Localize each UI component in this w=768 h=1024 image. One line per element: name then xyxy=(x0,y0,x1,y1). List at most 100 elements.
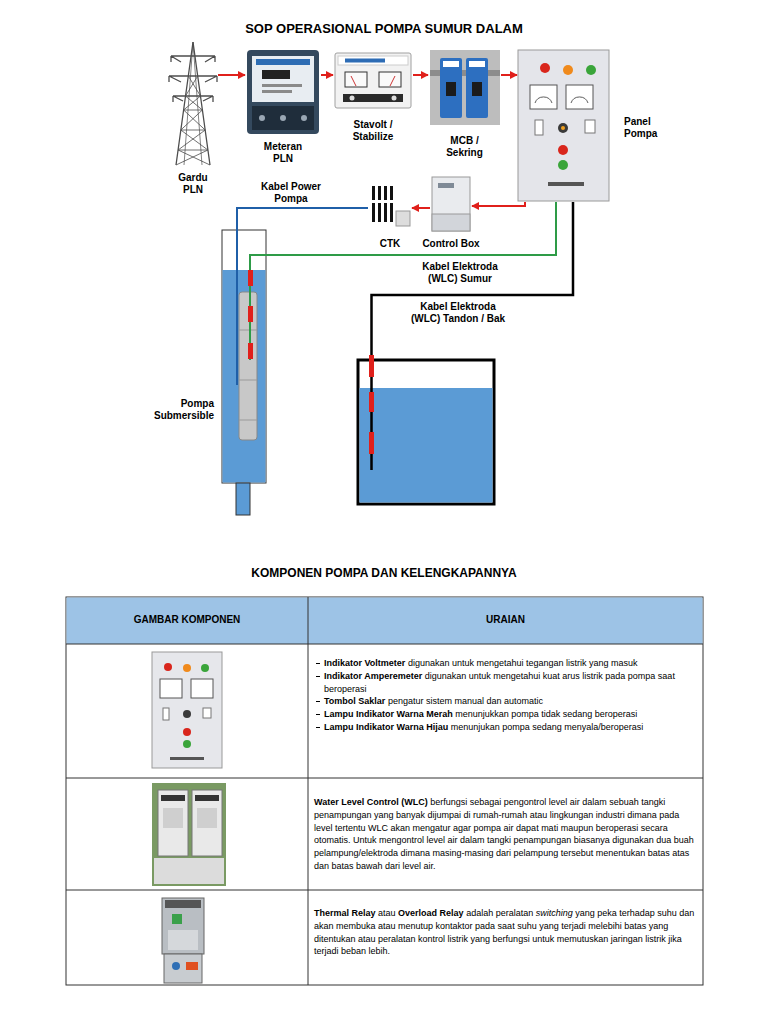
stabilizer-drawing xyxy=(338,56,408,65)
ctk-drawing xyxy=(372,186,375,222)
well-drawing xyxy=(248,270,253,286)
kwh-meter-drawing xyxy=(262,84,302,87)
kwh-meter-drawing xyxy=(247,50,319,134)
wlc-photo xyxy=(197,808,217,828)
wlc-photo xyxy=(152,783,226,886)
panel-drawing xyxy=(558,123,568,133)
relay-photo xyxy=(168,930,198,950)
term: Thermal Relay xyxy=(314,908,376,918)
description-text: menunjukkan pompa tidak sedang beroperas… xyxy=(455,709,637,719)
ctk-terminal: CTK xyxy=(368,183,412,233)
component-caption: Meteran PLN xyxy=(258,141,309,165)
panel-photo xyxy=(152,652,222,768)
control-box-drawing xyxy=(432,214,470,231)
panel-drawing xyxy=(585,120,595,133)
section-heading: KOMPONEN POMPA DAN KELENGKAPANNYA xyxy=(0,566,768,581)
relay-photo xyxy=(162,898,204,954)
breaker-drawing xyxy=(443,61,459,67)
power-arrow xyxy=(321,74,333,76)
panel-drawing xyxy=(561,126,565,130)
description-text: adalah peralatan xyxy=(466,908,533,918)
circuit-breaker: MCB / Sekring xyxy=(428,48,501,126)
ctk-drawing xyxy=(371,200,394,203)
well-drawing xyxy=(222,230,266,483)
panel-photo xyxy=(152,652,222,768)
kwh-meter-drawing xyxy=(280,115,286,121)
wlc-photo xyxy=(158,790,188,856)
stabilizer-drawing xyxy=(335,53,411,108)
panel-photo xyxy=(183,710,191,718)
control-box: Control Box xyxy=(430,175,472,233)
term: Overload Relay xyxy=(398,908,464,918)
wlc-photo xyxy=(161,795,185,801)
stabilizer-drawing xyxy=(345,59,385,63)
power-tower: Gardu PLN xyxy=(168,40,218,165)
well-casing: Pompa Submersible xyxy=(222,230,266,483)
panel-drawing xyxy=(558,160,568,170)
term: Lampu Indikator Warna Hijau xyxy=(324,722,448,732)
description-text: pengatur sistem manual dan automatic xyxy=(388,696,543,706)
component-caption: CTK xyxy=(370,238,411,250)
component-caption: Stavolt / Stabilize xyxy=(342,119,405,143)
term: Indikator Voltmeter xyxy=(324,658,405,668)
power-tower-drawing xyxy=(184,42,202,165)
power-arrow xyxy=(413,74,428,76)
description-cell: Indikator Voltmeterdigunakan untuk menge… xyxy=(314,657,698,734)
cable-label: Kabel Elektroda (WLC) Sumur xyxy=(418,261,502,285)
term: Indikator Amperemeter xyxy=(324,671,422,681)
stabilizer-drawing xyxy=(392,96,397,101)
panel-photo xyxy=(183,664,191,672)
panel-drawing xyxy=(540,63,550,73)
breaker-drawing xyxy=(430,50,500,125)
pump-panel: Panel Pompa xyxy=(517,50,610,202)
power-arrow xyxy=(472,202,525,206)
breaker-drawing xyxy=(446,82,456,96)
wlc-photo xyxy=(154,858,224,884)
well-drawing xyxy=(223,270,266,483)
control-box-drawing xyxy=(438,183,454,188)
tank-drawing xyxy=(358,202,573,504)
tank-drawing xyxy=(372,202,574,470)
cable-label: Kabel Power Pompa xyxy=(258,181,324,205)
stabilizer-drawing xyxy=(379,72,401,87)
bullet-item: Lampu Indikator Warna Hijaumenunjukan po… xyxy=(314,721,698,734)
component-caption: Panel Pompa xyxy=(624,116,667,140)
description-text: menunjukan pompa sedang menyala/beropera… xyxy=(451,722,644,732)
description-text: berfungsi sebagai pengontrol level air d… xyxy=(314,797,694,871)
panel-drawing xyxy=(535,97,588,103)
well-drawing xyxy=(239,330,257,420)
well-drawing xyxy=(239,292,257,440)
panel-drawing xyxy=(558,145,568,155)
description-text: atau xyxy=(378,908,396,918)
tank-drawing xyxy=(358,360,494,504)
tank-drawing xyxy=(360,388,493,503)
breaker-drawing xyxy=(440,58,462,118)
tank-drawing xyxy=(369,355,374,377)
control-box-drawing xyxy=(432,177,470,231)
component-table xyxy=(67,598,703,645)
description-cell: Thermal RelayatauOverload Relayadalah pe… xyxy=(314,907,698,958)
well-drawing xyxy=(236,230,238,385)
kwh-meter: Meteran PLN xyxy=(245,48,321,136)
relay-photo xyxy=(172,914,182,924)
ctk-drawing xyxy=(371,186,410,226)
bullet-item: Lampu Indikator Warna Merahmenunjukkan p… xyxy=(314,708,698,721)
kwh-meter-drawing xyxy=(262,90,292,93)
wlc-photo xyxy=(195,795,219,801)
panel-drawing xyxy=(586,65,596,75)
tank-drawing xyxy=(369,432,374,454)
breaker-drawing xyxy=(466,58,488,118)
panel-photo xyxy=(183,740,191,748)
kwh-meter-drawing xyxy=(301,115,307,121)
panel-drawing xyxy=(535,120,543,135)
diagram-title: SOP OPERASIONAL POMPA SUMUR DALAM xyxy=(0,21,768,37)
term: Tombol Saklar xyxy=(324,696,385,706)
relay-photo xyxy=(172,962,180,970)
power-tower-drawing xyxy=(176,42,210,165)
paragraph: Water Level Control (WLC)berfungsi sebag… xyxy=(314,796,698,873)
panel-photo xyxy=(201,664,209,672)
paragraph: Thermal RelayatauOverload Relayadalah pe… xyxy=(314,907,698,958)
component-caption: Pompa Submersible xyxy=(137,398,214,422)
well-drawing xyxy=(248,343,253,359)
power-tower-drawing xyxy=(178,110,208,150)
